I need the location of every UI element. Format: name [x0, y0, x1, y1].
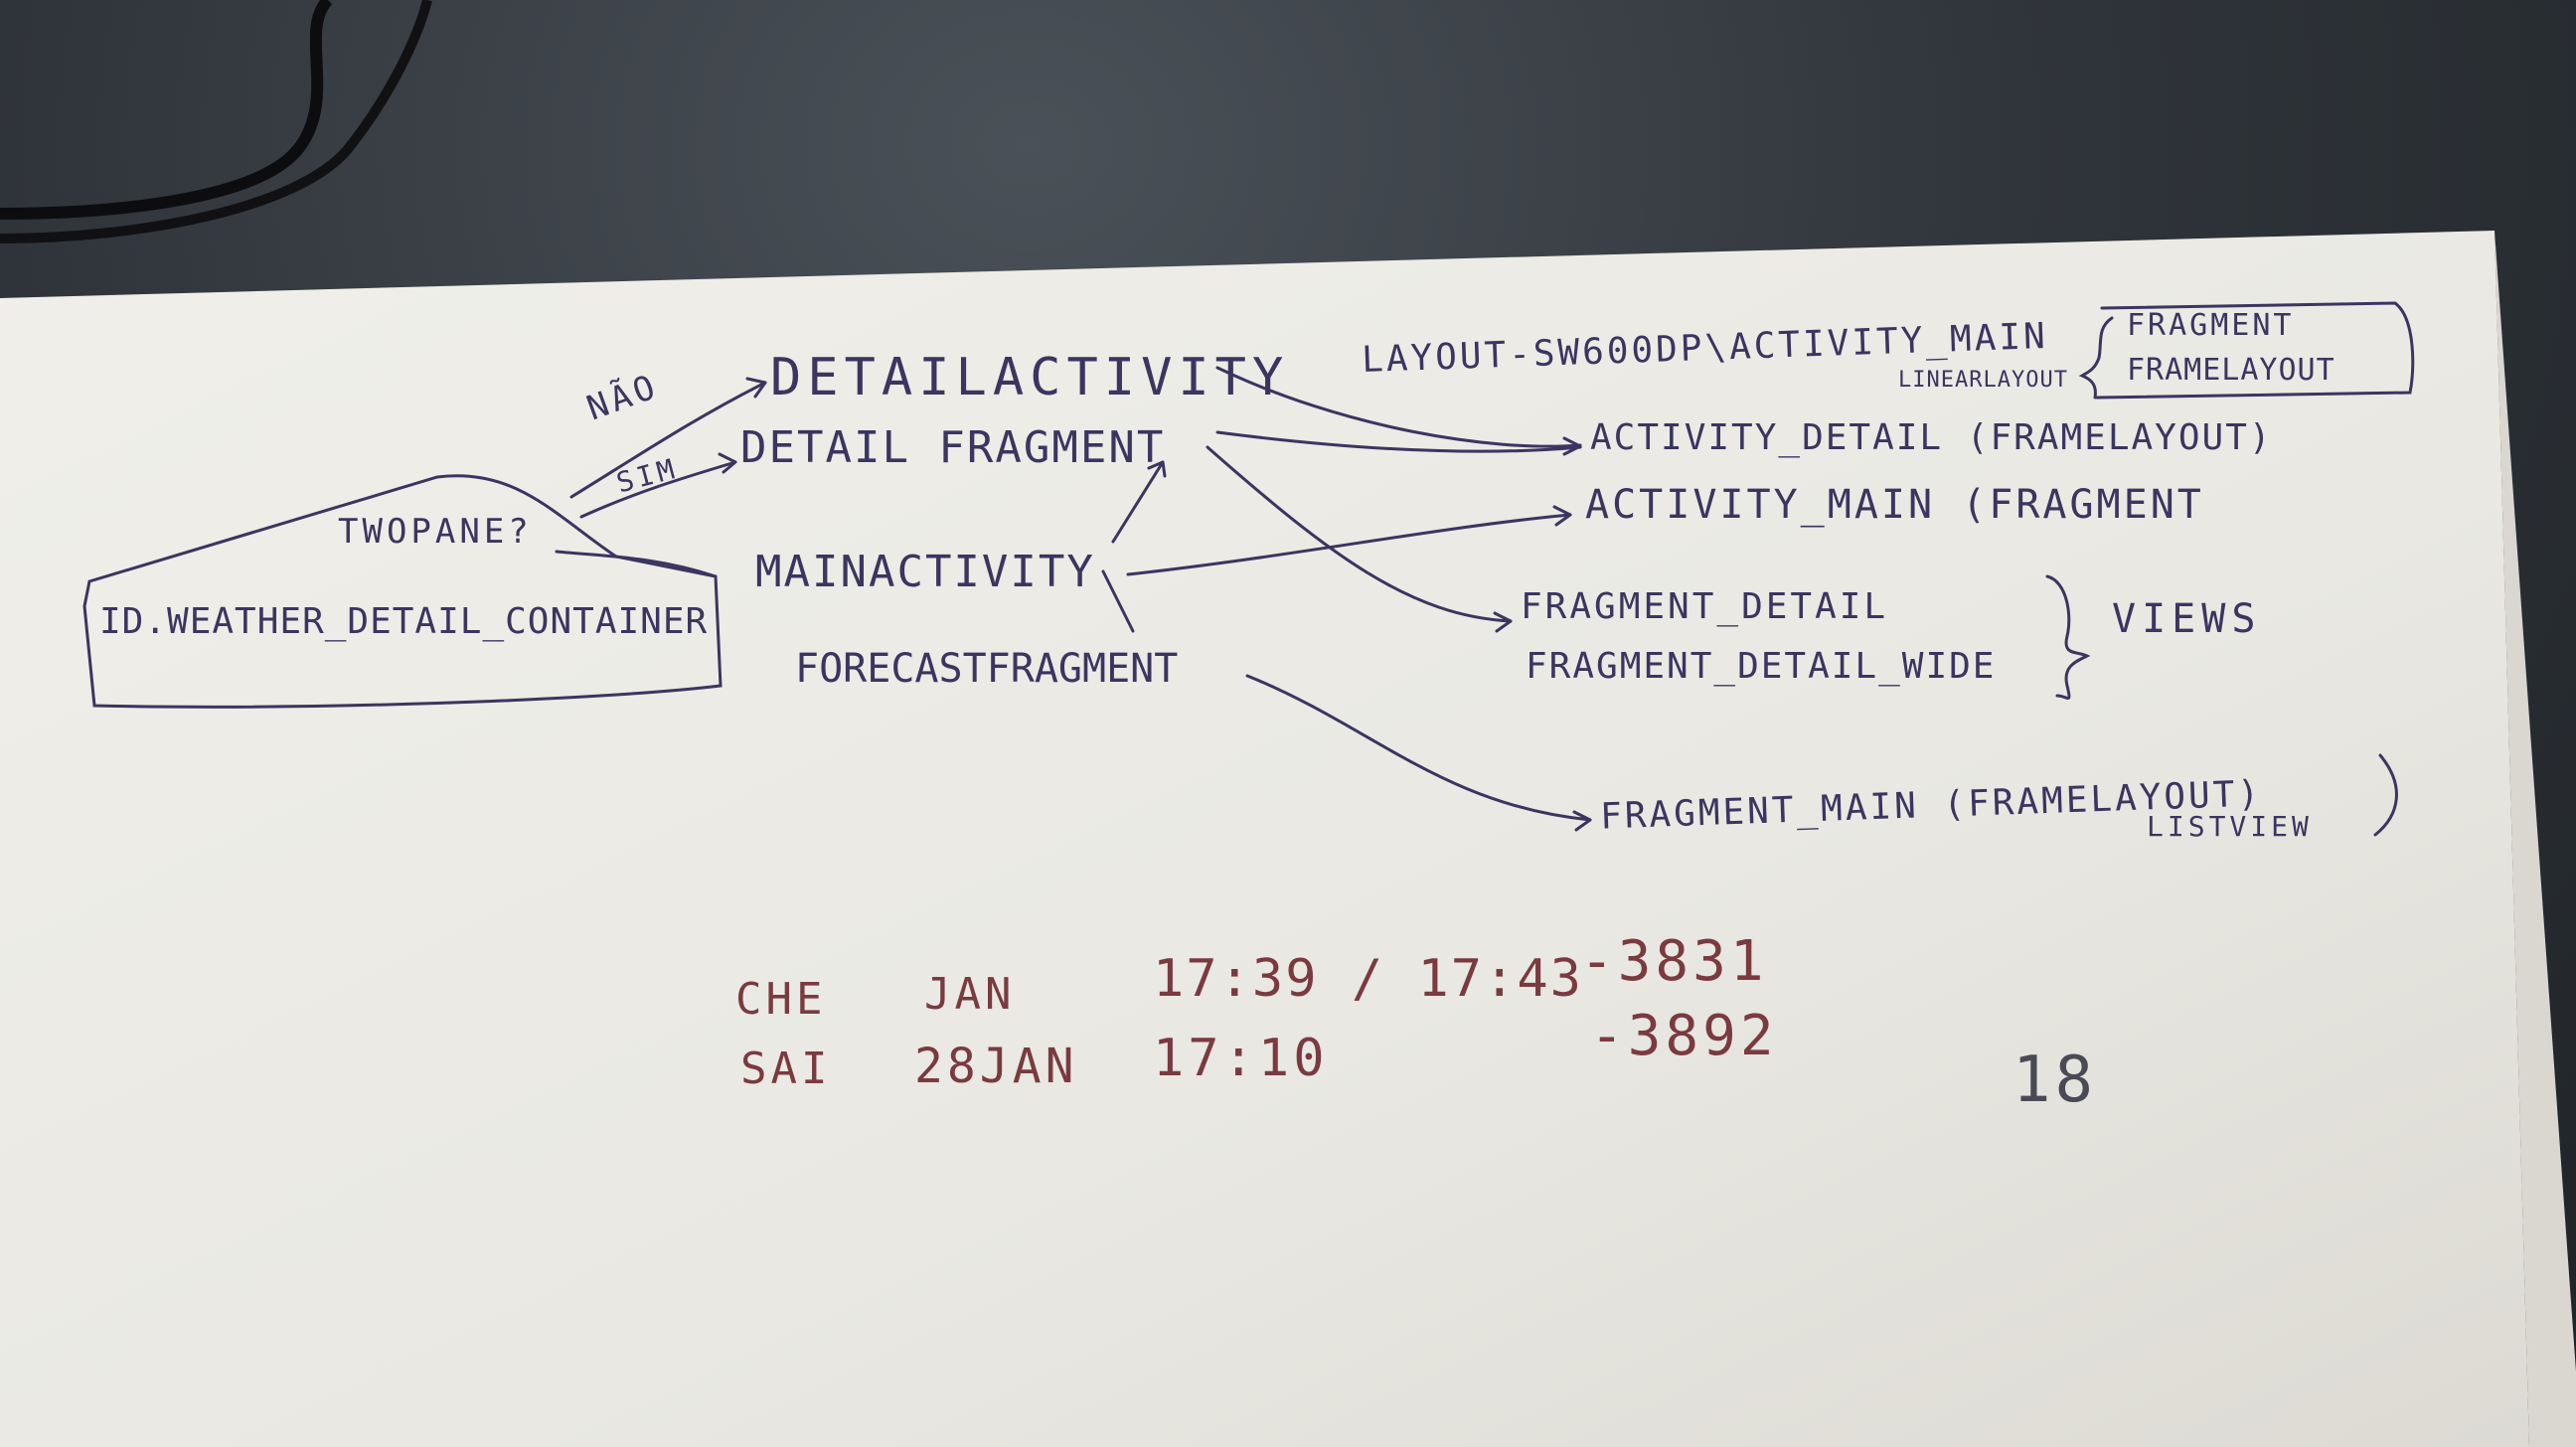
views-brace: [2045, 574, 2091, 700]
label-forecast-fragment: FORECASTFRAGMENT: [795, 646, 1179, 692]
label-activity-main: ACTIVITY_MAIN (FRAGMENT: [1585, 482, 2204, 528]
arrow-da-ad: [1215, 366, 1582, 448]
arrow-main-forecast: [1101, 569, 1135, 633]
arrow-df-ad: [1215, 430, 1582, 453]
label-activity-detail: ACTIVITY_DETAIL (FRAMELAYOUT): [1590, 417, 2273, 458]
log-row2-date: 28JAN: [914, 1039, 1078, 1094]
log-row2-day: SAI: [740, 1044, 832, 1094]
label-views: VIEWS: [2112, 596, 2262, 642]
label-detail-fragment: DETAIL FRAGMENT: [740, 422, 1166, 473]
arrow-df-fd: [1206, 445, 1513, 623]
top-brace: [2078, 316, 2114, 400]
arrow-ff-fm: [1245, 674, 1592, 822]
arrow-container: [555, 550, 718, 578]
page-number: 18: [2012, 1044, 2098, 1117]
log-row2-value: -3892: [1590, 1004, 1778, 1068]
label-main-activity: MAINACTIVITY: [755, 547, 1095, 597]
log-row2-time: 17:10: [1153, 1029, 1329, 1088]
container-box: [82, 474, 723, 709]
arrow-nao: [569, 381, 767, 499]
log-row1-value: -3831: [1580, 929, 1768, 994]
label-fragment-detail: FRAGMENT_DETAIL: [1521, 586, 1889, 627]
label-brace-framelayout: FRAMELAYOUT: [2127, 353, 2335, 388]
log-row1-time: 17:39 / 17:43: [1153, 949, 1583, 1009]
label-fragment-detail-wide: FRAGMENT_DETAIL_WIDE: [1526, 646, 1997, 687]
label-twopane: TWOPANE?: [338, 512, 533, 552]
label-linear-layout: LINEARLAYOUT: [1898, 368, 2068, 393]
top-box: [2095, 301, 2415, 400]
label-listview: LISTVIEW: [2147, 810, 2313, 843]
cable: [0, 0, 432, 243]
label-brace-fragment: FRAGMENT: [2127, 308, 2295, 343]
log-row1-date: JAN: [924, 969, 1016, 1020]
arrow-sim: [579, 460, 737, 519]
log-row1-day: CHE: [735, 974, 827, 1025]
arrow-ma-am: [1126, 513, 1572, 576]
label-container: ID.WEATHER_DETAIL_CONTAINER: [99, 601, 709, 642]
arrow-main-detail: [1111, 460, 1165, 544]
label-detail-activity: DETAILACTIVITY: [770, 348, 1290, 407]
